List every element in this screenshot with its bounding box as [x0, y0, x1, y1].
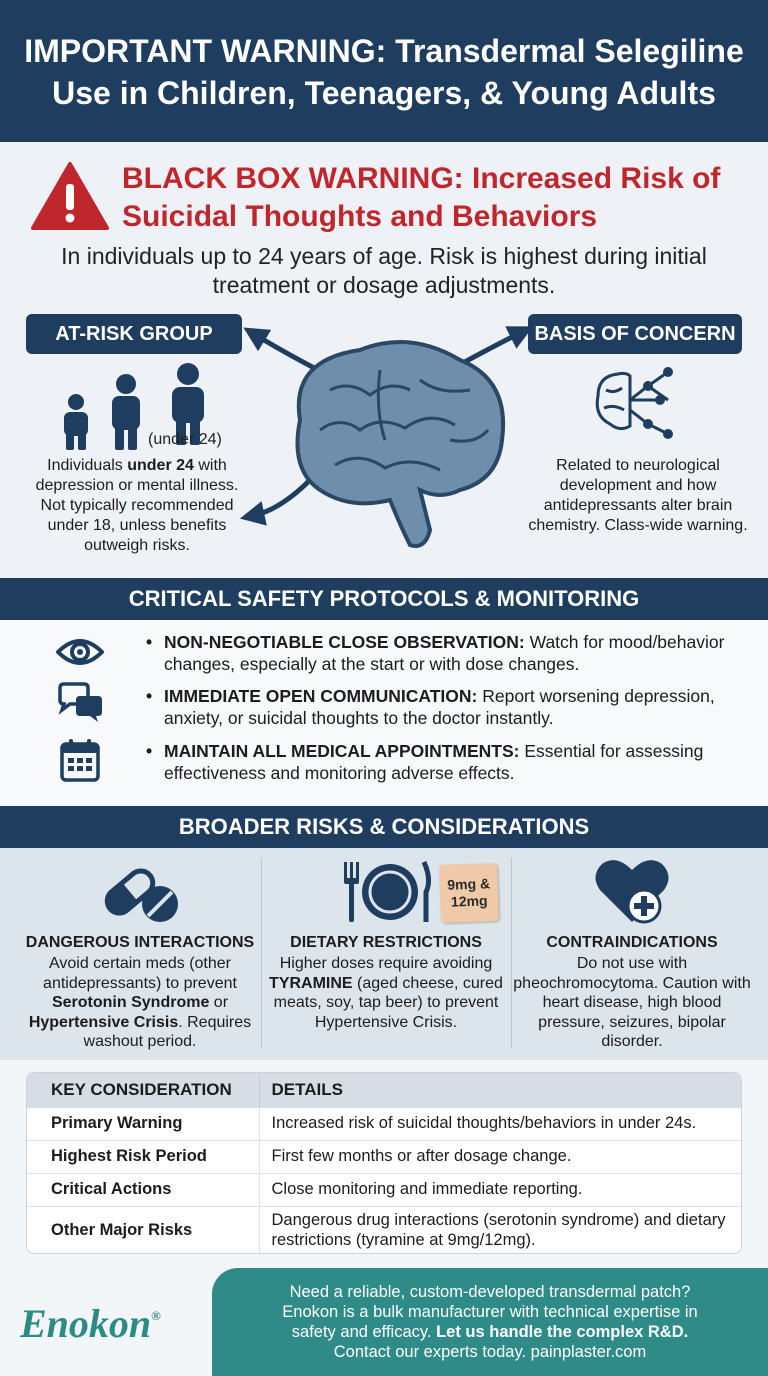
black-box-warning-title: BLACK BOX WARNING: Increased Risk of Sui…	[122, 162, 721, 233]
at-risk-description: Individuals under 24 with depression or …	[35, 457, 239, 554]
people-silhouettes-icon	[64, 363, 204, 450]
basis-of-concern-label: BASIS OF CONCERN	[528, 314, 742, 354]
protocol-item-appointments: • MAINTAIN ALL MEDICAL APPOINTMENTS: Ess…	[146, 741, 704, 783]
pills-icon	[104, 868, 178, 922]
dose-tag: 9mg &12mg	[439, 863, 499, 923]
table-row: Primary Warning Increased risk of suicid…	[27, 1106, 741, 1140]
protocols-heading: CRITICAL SAFETY PROTOCOLS & MONITORING	[0, 578, 768, 620]
dietary-title: DIETARY RESTRICTIONS	[290, 934, 482, 951]
warning-subtitle: In individuals up to 24 years of age. Ri…	[61, 243, 707, 298]
basis-description: Related to neurological development and …	[528, 457, 748, 534]
header-banner: IMPORTANT WARNING: Transdermal Selegilin…	[0, 0, 768, 142]
table-header-details: DETAILS	[258, 1073, 741, 1107]
plate-utensils-icon	[344, 860, 432, 922]
broader-risks-heading: BROADER RISKS & CONSIDERATIONS	[0, 806, 768, 848]
contraindications-text: Do not use with pheochromocytoma. Cautio…	[513, 955, 751, 1050]
interactions-text: Avoid certain meds (other antidepressant…	[28, 955, 252, 1050]
column-divider	[511, 858, 512, 1048]
header-title-line1: IMPORTANT WARNING: Transdermal Selegilin…	[24, 33, 744, 69]
header-title-line2: Use in Children, Teenagers, & Young Adul…	[52, 75, 716, 111]
eye-icon	[56, 639, 104, 665]
heart-plus-icon	[595, 860, 669, 924]
table-row: Other Major Risks Dangerous drug interac…	[27, 1205, 741, 1253]
table-header-row: KEY CONSIDERATION DETAILS	[27, 1073, 741, 1107]
footer-cta[interactable]: Need a reliable, custom-developed transd…	[212, 1268, 768, 1376]
column-divider	[261, 858, 262, 1048]
brain-icon	[240, 326, 530, 548]
warning-triangle-icon	[31, 162, 109, 230]
summary-table: KEY CONSIDERATION DETAILS Primary Warnin…	[26, 1072, 742, 1254]
table-header-key: KEY CONSIDERATION	[27, 1073, 259, 1107]
interactions-title: DANGEROUS INTERACTIONS	[25, 934, 255, 951]
table-row: Highest Risk Period First few months or …	[27, 1139, 741, 1173]
neural-network-brain-icon	[595, 367, 673, 439]
protocol-item-communication: • IMMEDIATE OPEN COMMUNICATION: Report w…	[146, 686, 715, 728]
contact-link[interactable]: Contact our experts today. painplaster.c…	[333, 1343, 647, 1361]
enokon-logo[interactable]: Enokon®	[20, 1301, 161, 1346]
table-row: Critical Actions Close monitoring and im…	[27, 1172, 741, 1206]
age-note: (under 24)	[148, 431, 222, 448]
protocols-section	[0, 620, 768, 806]
chat-bubbles-icon	[58, 682, 102, 722]
contraindications-title: CONTRAINDICATIONS	[546, 934, 718, 951]
calendar-icon	[60, 739, 100, 782]
at-risk-group-label: AT-RISK GROUP	[26, 314, 242, 354]
protocol-item-observation: • NON-NEGOTIABLE CLOSE OBSERVATION: Watc…	[146, 632, 725, 674]
dietary-text: Higher doses require avoiding TYRAMINE (…	[269, 955, 503, 1031]
